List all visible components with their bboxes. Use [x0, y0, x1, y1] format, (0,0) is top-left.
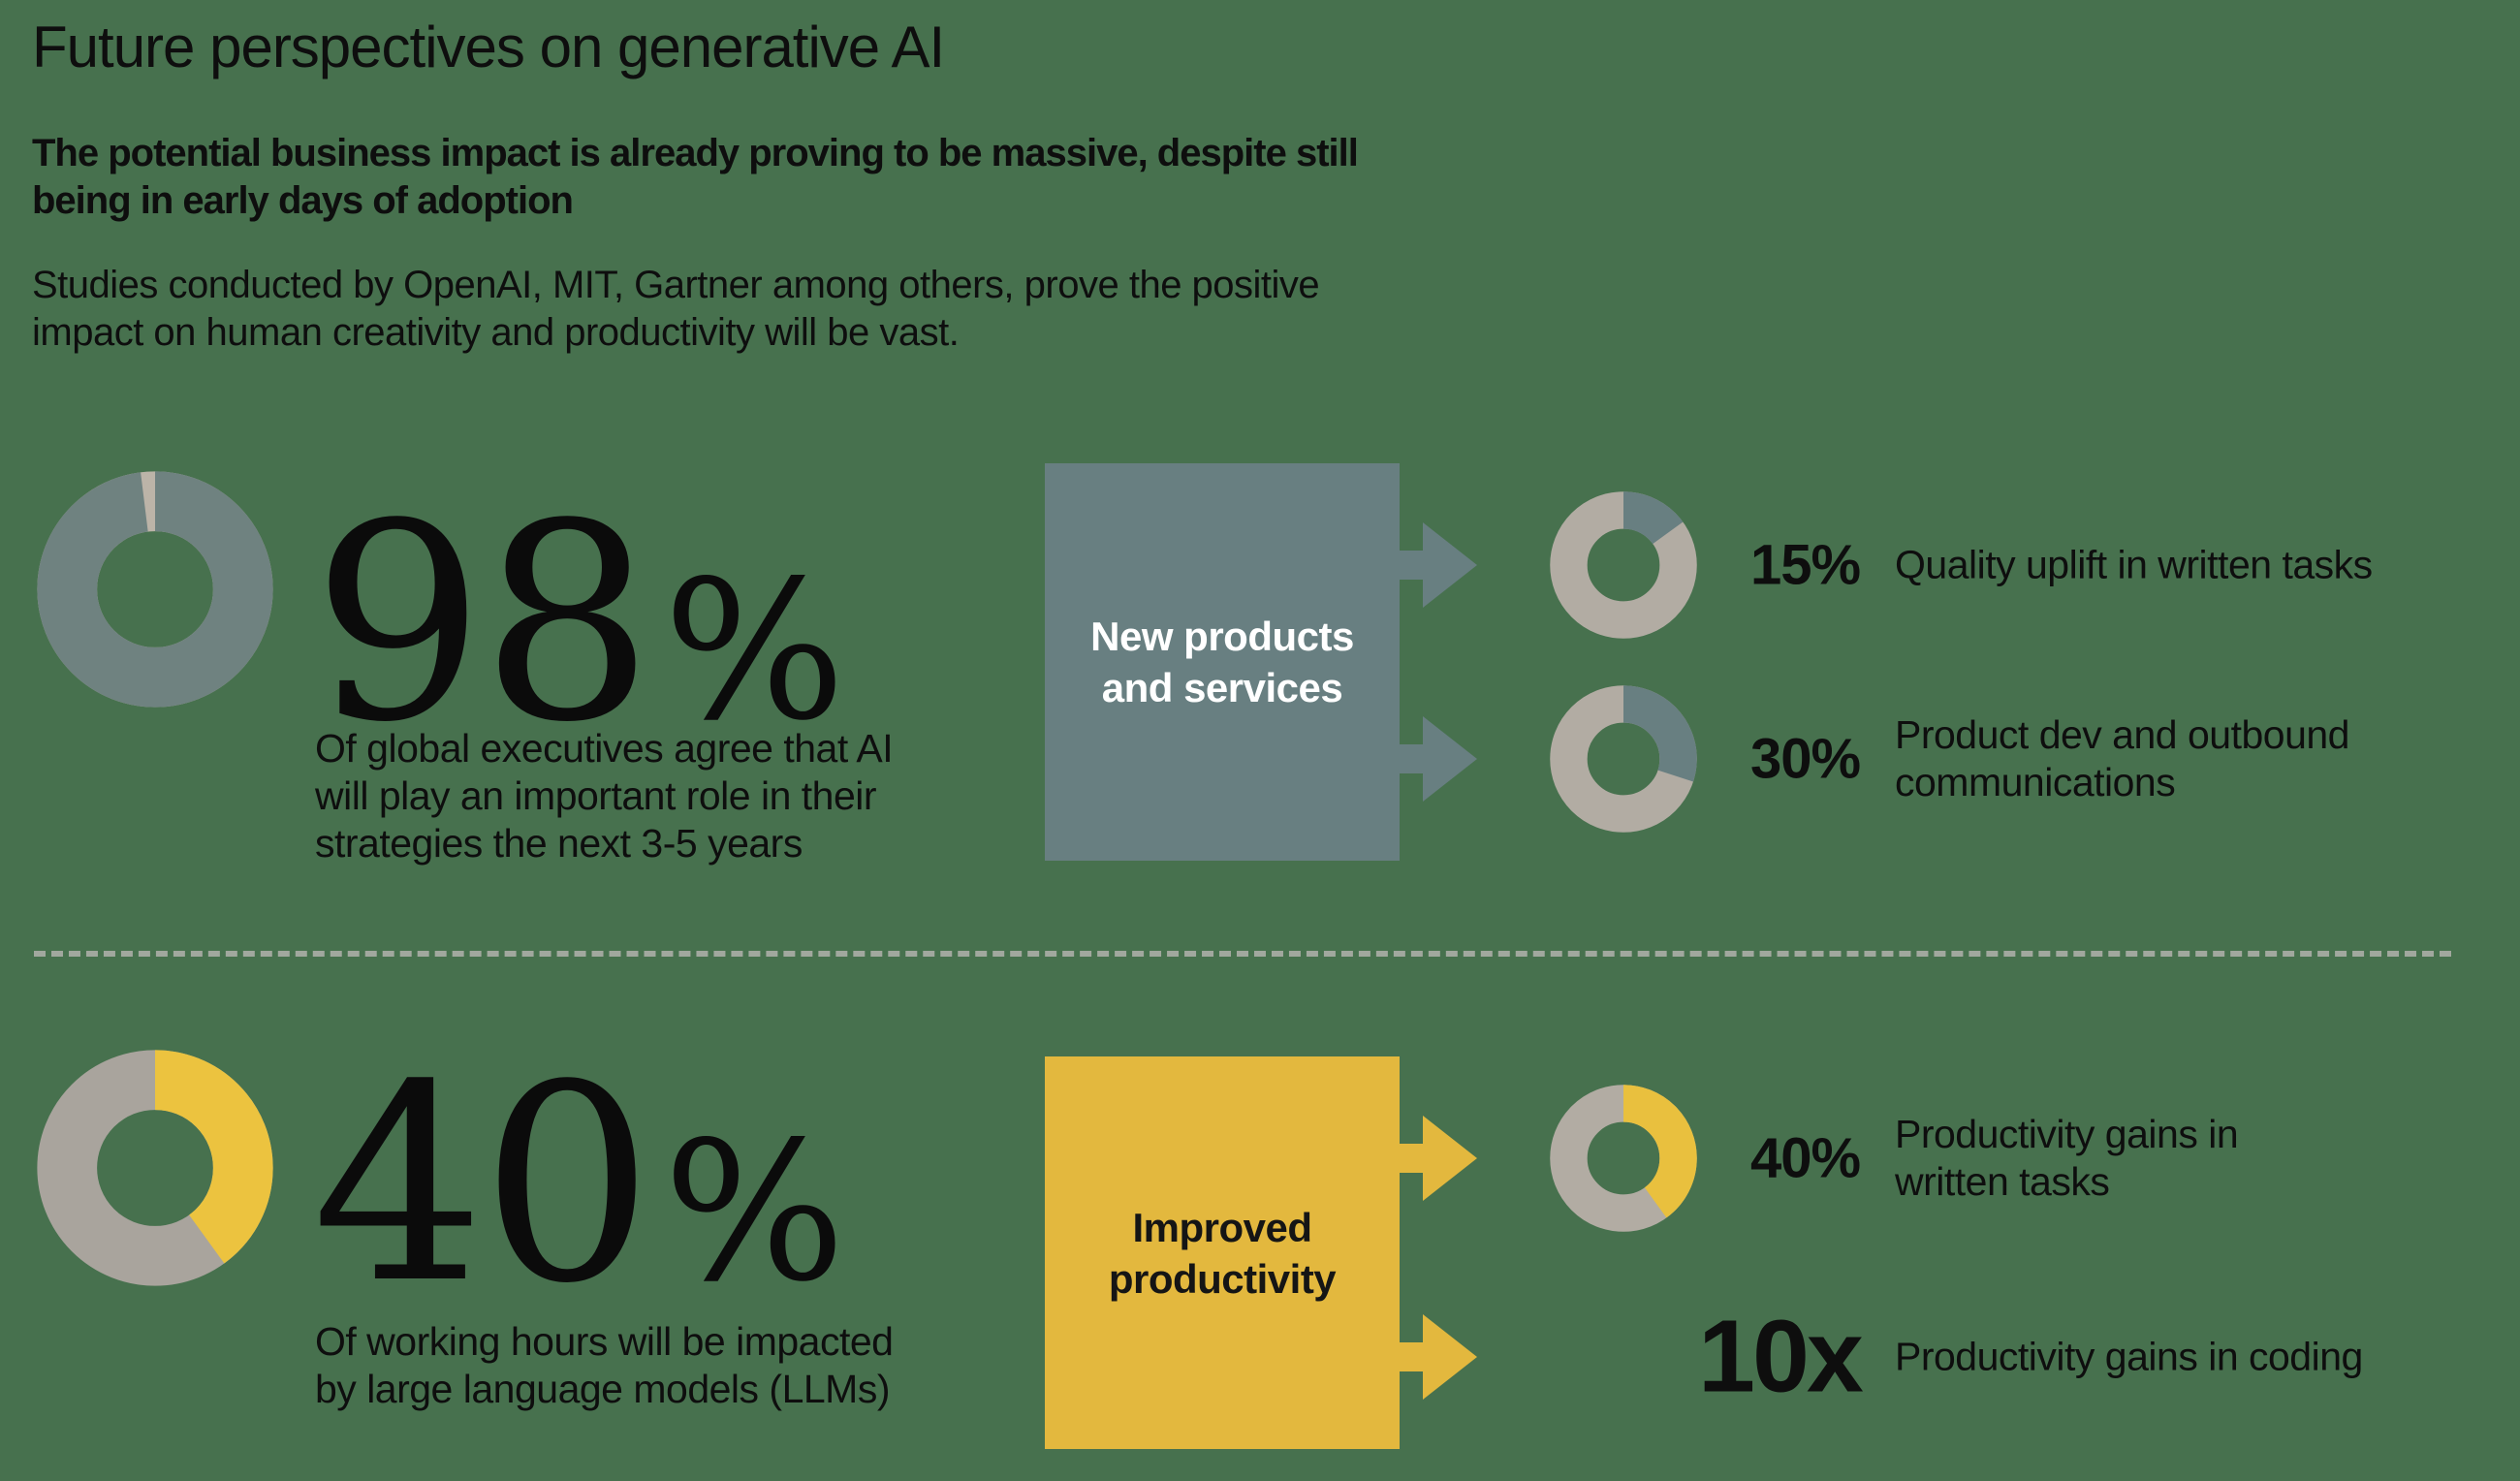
flow-box-improved-productivity: Improved productivity	[1045, 1056, 1400, 1449]
outcome-label: Productivity gains in coding	[1895, 1334, 2363, 1379]
executives-donut-chart	[37, 471, 273, 708]
arrow-shaft	[1399, 1342, 1423, 1371]
product-dev-donut-chart	[1550, 685, 1697, 833]
arrow-right-icon	[1399, 1116, 1477, 1201]
stat-number: 40	[312, 1027, 653, 1343]
flow-box-new-products: New products and services	[1045, 463, 1400, 861]
dashed-divider	[34, 951, 2451, 957]
outcome-label: Product dev and outbound communications	[1895, 712, 2350, 804]
page-intro: Studies conducted by OpenAI, MIT, Gartne…	[32, 264, 1320, 354]
arrow-shaft	[1399, 551, 1423, 580]
stat-percent-sign: %	[663, 1100, 845, 1324]
outcome-value: 15%	[1750, 533, 1861, 597]
outcome-value: 10x	[1698, 1299, 1864, 1414]
arrow-right-icon	[1399, 716, 1477, 802]
arrow-head	[1423, 522, 1477, 608]
arrow-head	[1423, 1314, 1477, 1400]
outcome-value: 40%	[1750, 1126, 1861, 1190]
stat-number: 98	[312, 466, 653, 782]
written-tasks-gains-donut-chart	[1550, 1085, 1697, 1232]
outcome-value: 30%	[1750, 727, 1861, 791]
flow-box-label: New products and services	[1090, 614, 1354, 710]
arrow-head	[1423, 1116, 1477, 1201]
outcome-label: Quality uplift in written tasks	[1895, 542, 2373, 587]
arrow-head	[1423, 716, 1477, 802]
stat-percent-sign: %	[663, 539, 845, 763]
arrow-right-icon	[1399, 522, 1477, 608]
executives-stat-caption: Of global executives agree that AI will …	[315, 726, 894, 866]
working-hours-stat-caption: Of working hours will be impacted by lar…	[315, 1319, 894, 1411]
working-hours-donut-chart	[37, 1050, 273, 1286]
executives-stat: 98%	[312, 488, 845, 849]
page-title: Future perspectives on generative AI	[32, 15, 945, 79]
arrow-shaft	[1399, 744, 1423, 773]
arrow-right-icon	[1399, 1314, 1477, 1400]
arrow-shaft	[1399, 1144, 1423, 1173]
outcome-label: Productivity gains in written tasks	[1895, 1112, 2239, 1204]
quality-uplift-donut-chart	[1550, 491, 1697, 639]
page-subtitle: The potential business impact is already…	[32, 132, 1359, 222]
flow-box-label: Improved productivity	[1108, 1204, 1337, 1302]
working-hours-stat: 40%	[312, 1050, 845, 1410]
